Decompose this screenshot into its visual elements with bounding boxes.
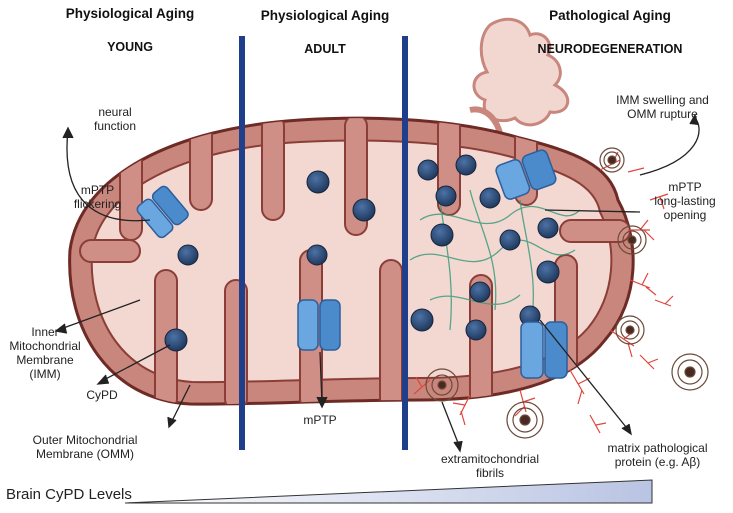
label-mptp-adult: mPTP [303,413,337,427]
header-young-title: Physiological Aging [65,6,195,21]
header-adult-subtitle: ADULT [304,42,346,56]
label-imm-swelling: IMM swelling and OMM rupture [616,93,709,121]
label-mptp-flickering: mPTP flickering [73,183,122,211]
fibril-nests [425,147,709,439]
label-cypd: CyPD [86,388,118,402]
label-imm: Inner Mitochondrial Membrane (IMM) [9,325,81,381]
label-extramitochondrial-fibrils: extramitochondrial fibrils [440,452,540,480]
label-omm: Outer Mitochondrial Membrane (OMM) [32,433,138,461]
header-young-subtitle: YOUNG [107,40,153,54]
rupture-bubble [472,17,569,127]
cypd-level-ramp [124,479,653,504]
cypd-molecules [164,154,560,352]
mptp-neuro-bottom [520,321,568,379]
divider-1 [239,36,245,450]
label-neural-function: neural function [93,105,137,133]
header-neuro-subtitle: NEURODEGENERATION [537,42,683,56]
brain-cypd-levels-label: Brain CyPD Levels [6,486,132,503]
label-matrix-pathological-protein: matrix pathological protein (e.g. Aβ) [607,441,708,469]
header-neuro-title: Pathological Aging [549,8,671,23]
matrix-fibrils [409,189,581,331]
header-adult-title: Physiological Aging [260,8,390,23]
mptp-neuro-top [495,149,557,200]
mptp-adult [297,299,341,351]
label-mptp-long-lasting: mPTP long-lasting opening [654,180,716,222]
divider-2 [402,36,408,450]
mptp-young [136,185,189,239]
annotation-arrows [54,113,700,453]
